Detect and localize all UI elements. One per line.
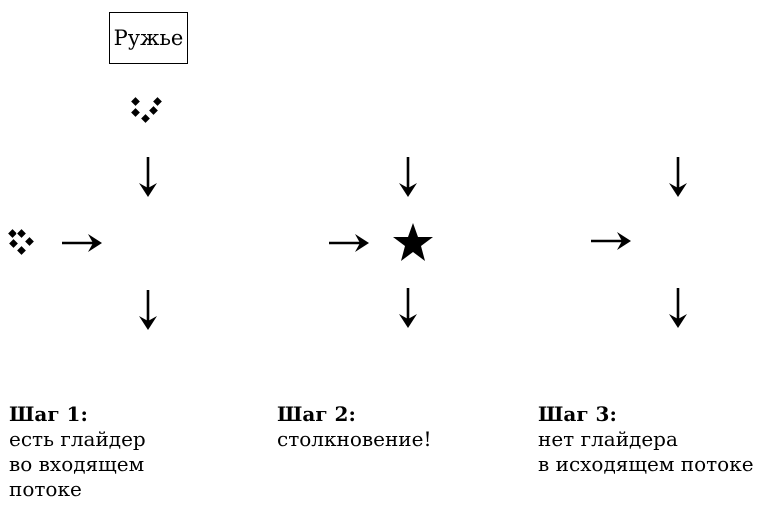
gun-box: Ружье (109, 12, 188, 64)
step-text-line: столкновение! (277, 427, 432, 451)
step-title: Шаг 3: (538, 402, 617, 426)
arrow-down-icon (399, 157, 417, 197)
gun-label: Ружье (113, 26, 184, 50)
step-2-caption: Шаг 2: столкновение! (277, 402, 432, 452)
arrow-down-icon (669, 288, 687, 328)
arrow-right-icon (329, 234, 369, 252)
step-title: Шаг 2: (277, 402, 356, 426)
arrow-down-icon (139, 157, 157, 197)
step-title: Шаг 1: (9, 402, 88, 426)
glider-icon (129, 95, 164, 125)
step-text-line: нет глайдера (538, 427, 678, 451)
step-1-caption: Шаг 1: есть глайдер во входящем потоке (9, 402, 146, 502)
arrow-right-icon (62, 234, 102, 252)
step-3-caption: Шаг 3: нет глайдера в исходящем потоке (538, 402, 754, 477)
arrow-down-icon (139, 290, 157, 330)
glider-icon (6, 227, 36, 257)
star-icon (393, 223, 433, 261)
arrow-down-icon (669, 157, 687, 197)
step-text-line: есть глайдер (9, 427, 146, 451)
step-text-line: во входящем (9, 452, 145, 476)
step-text-line: потоке (9, 477, 82, 501)
arrow-down-icon (399, 288, 417, 328)
step-text-line: в исходящем потоке (538, 452, 754, 476)
arrow-right-icon (591, 232, 631, 250)
